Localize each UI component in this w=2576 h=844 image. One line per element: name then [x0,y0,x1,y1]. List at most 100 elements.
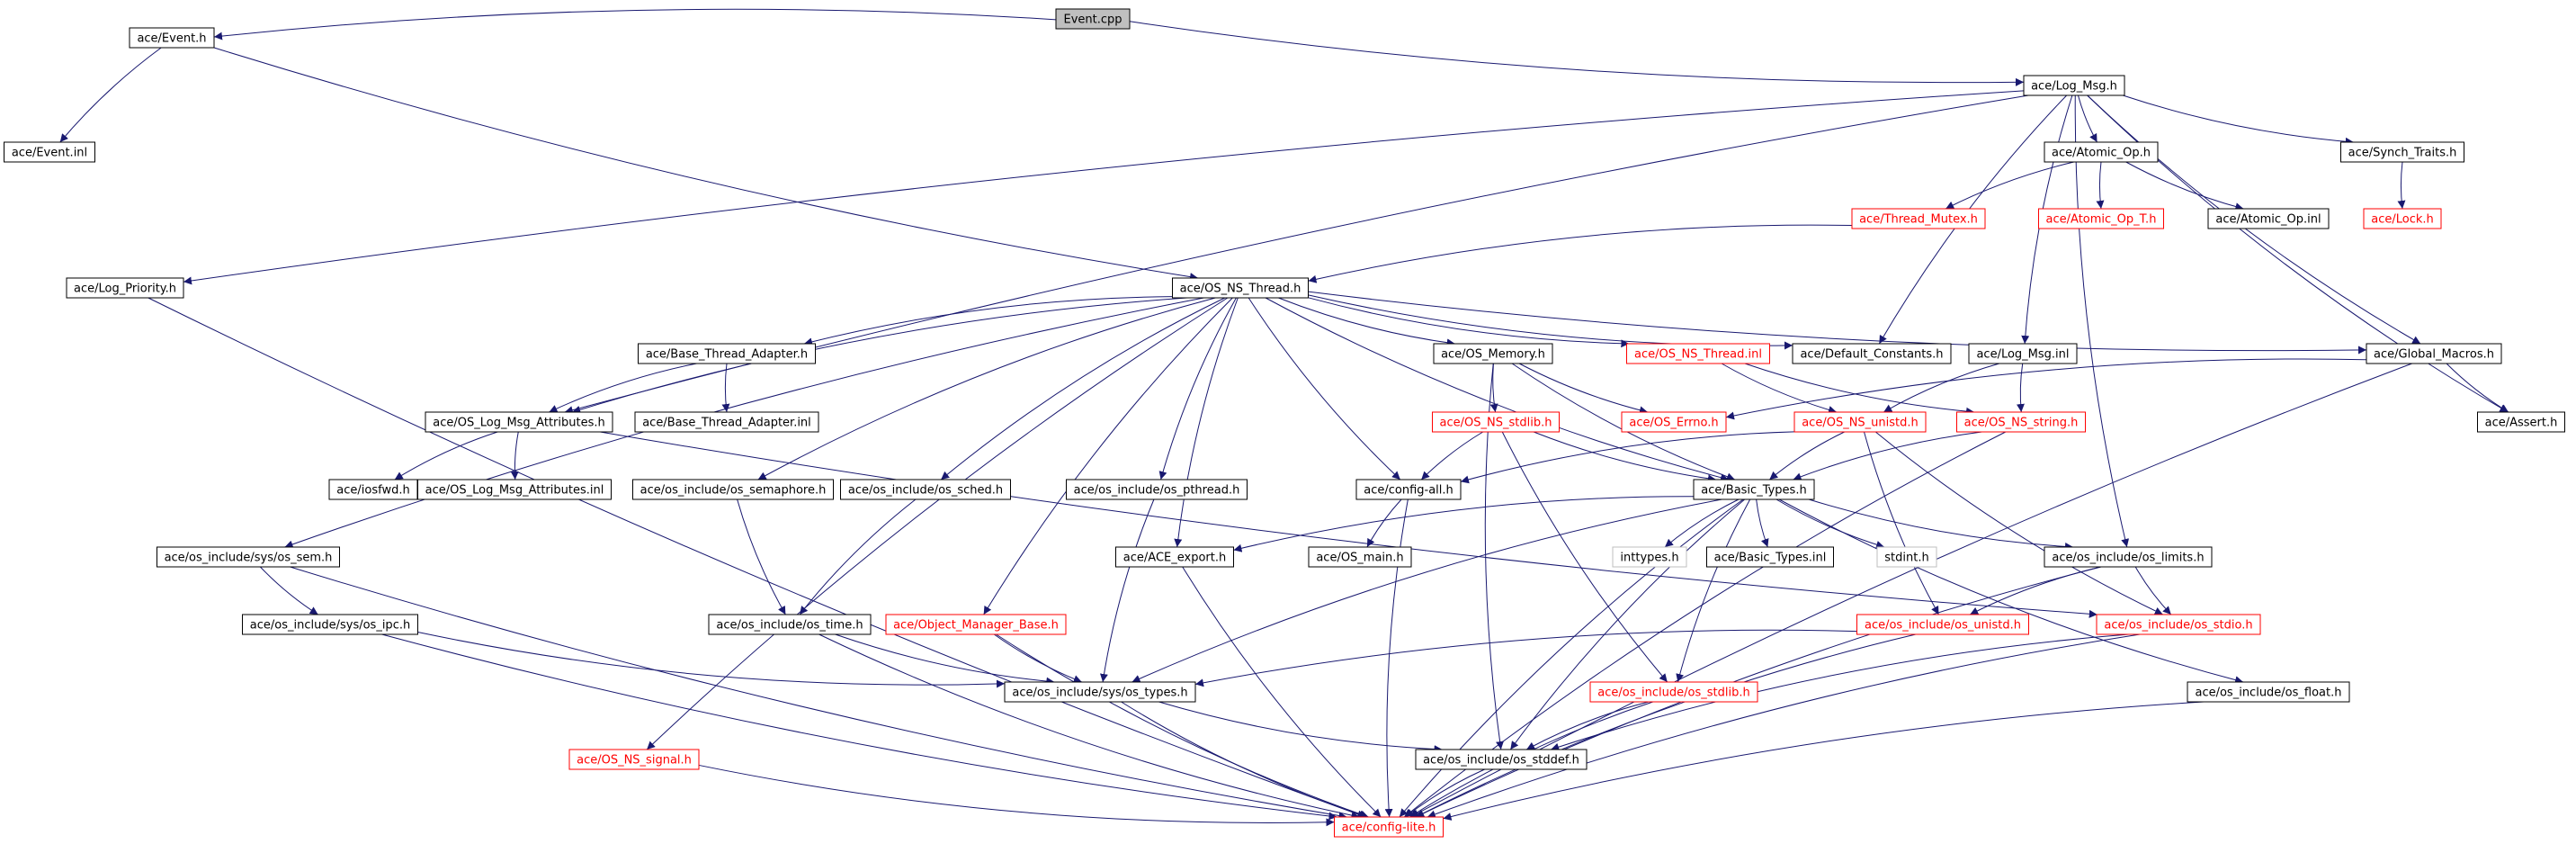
node-iosfwd-h[interactable]: ace/iosfwd.h [328,479,418,500]
node-label: ace/OS_main.h [1316,552,1403,565]
node-thread-mutex-h[interactable]: ace/Thread_Mutex.h [1851,208,1986,229]
node-os-pthread-h[interactable]: ace/os_include/os_pthread.h [1066,479,1248,500]
node-os-ns-signal-h[interactable]: ace/OS_NS_signal.h [568,749,700,770]
node-os-stdlib-h[interactable]: ace/os_include/os_stdlib.h [1589,681,1758,703]
edge-os-ns-thread-h-to-default-constants-h [1308,294,1793,350]
node-label: ace/Log_Msg.inl [1976,348,2069,362]
node-config-lite-h[interactable]: ace/config-lite.h [1334,816,1444,838]
node-box [2038,208,2164,229]
edge-os-ns-thread-h-to-object-manager-base-h [983,297,1233,615]
edge-log-msg-inl-to-os-ns-string-h [2016,363,2025,413]
node-os-main-h[interactable]: ace/OS_main.h [1308,546,1412,568]
node-os-semaphore-h[interactable]: ace/os_include/os_semaphore.h [632,479,834,500]
edge-os-ns-thread-h-to-os-memory-h [1278,297,1455,347]
node-os-unistd-h[interactable]: ace/os_include/os_unistd.h [1856,614,2029,635]
node-assert-h[interactable]: ace/Assert.h [2477,411,2565,433]
node-log-priority-h[interactable]: ace/Log_Priority.h [66,277,184,299]
node-label: ace/OS_NS_signal.h [577,754,692,768]
edge-os-ns-thread-h-to-os-pthread-h [1158,297,1237,480]
node-lock-h[interactable]: ace/Lock.h [2363,208,2442,229]
node-os-stddef-h[interactable]: ace/os_include/os_stddef.h [1415,749,1588,770]
edge-sys-os-ipc-h-to-config-lite-h [381,633,1337,821]
node-box [634,411,819,433]
node-os-memory-h[interactable]: ace/OS_Memory.h [1433,343,1553,364]
node-os-stdio-h[interactable]: ace/os_include/os_stdio.h [2096,614,2261,635]
node-box [885,614,1067,635]
node-label: ace/Event.h [137,32,206,46]
node-os-log-msg-attributes-h[interactable]: ace/OS_Log_Msg_Attributes.h [425,411,613,433]
node-os-ns-unistd-h[interactable]: ace/OS_NS_unistd.h [1793,411,1927,433]
node-config-all-h[interactable]: ace/config-all.h [1355,479,1462,500]
node-base-thread-adapter-inl[interactable]: ace/Base_Thread_Adapter.inl [634,411,819,433]
node-box [2096,614,2261,635]
edge-os-sched-h-to-os-time-h [799,498,917,615]
node-ace-export-h[interactable]: ace/ACE_export.h [1115,546,1234,568]
node-log-msg-h[interactable]: ace/Log_Msg.h [2023,75,2125,96]
node-label: ace/Synch_Traits.h [2348,147,2457,160]
edge-os-log-msg-attributes-h-to-os-log-msg-attributes-inl [510,431,519,480]
node-os-sched-h[interactable]: ace/os_include/os_sched.h [840,479,1011,500]
edge-sys-os-types-h-to-os-stddef-h [1158,701,1443,754]
edge-basic-types-h-to-basic-types-inl [1756,498,1769,548]
node-basic-types-h[interactable]: ace/Basic_Types.h [1693,479,1815,500]
edge-basic-types-h-to-os-float-h [1778,498,2244,685]
edge-os-ns-thread-h-to-os-ns-thread-inl [1308,297,1630,348]
node-os-ns-thread-inl[interactable]: ace/OS_NS_Thread.inl [1626,343,1770,364]
node-base-thread-adapter-h[interactable]: ace/Base_Thread_Adapter.h [638,343,816,364]
node-box [1055,8,1131,30]
node-box [2044,141,2159,163]
node-object-manager-base-h[interactable]: ace/Object_Manager_Base.h [885,614,1067,635]
node-atomic-op-t-h[interactable]: ace/Atomic_Op_T.h [2038,208,2164,229]
edge-log-msg-h-to-os-log-msg-attributes-h [564,94,2029,415]
edge-os-limits-h-to-config-lite-h [1415,566,2101,818]
node-sys-os-ipc-h[interactable]: ace/os_include/sys/os_ipc.h [242,614,418,635]
node-event-h[interactable]: ace/Event.h [129,27,215,49]
node-label: ace/Atomic_Op.h [2052,147,2151,160]
node-os-ns-string-h[interactable]: ace/OS_NS_string.h [1956,411,2086,433]
edge-log-msg-h-to-global-macros-h [2087,94,2421,345]
node-atomic-op-h[interactable]: ace/Atomic_Op.h [2044,141,2159,163]
node-event-cpp[interactable]: Event.cpp [1055,8,1131,30]
edge-os-stddef-h-to-config-lite-h [1405,768,1485,818]
node-box [638,343,816,364]
node-box [1415,749,1588,770]
node-box [2366,343,2502,364]
edge-event-h-to-event-inl [59,47,162,143]
node-label: ace/os_include/sys/os_sem.h [165,552,333,565]
node-default-constants-h[interactable]: ace/Default_Constants.h [1792,343,1952,364]
node-event-inl[interactable]: ace/Event.inl [4,141,95,163]
node-os-limits-h[interactable]: ace/os_include/os_limits.h [2044,546,2213,568]
node-box [425,411,613,433]
node-box [1589,681,1758,703]
edge-os-semaphore-h-to-os-time-h [737,498,786,615]
edge-os-ns-thread-h-to-config-all-h [1248,297,1401,480]
edge-os-ns-signal-h-to-config-lite-h [698,764,1335,827]
node-os-time-h[interactable]: ace/os_include/os_time.h [708,614,872,635]
node-global-macros-h[interactable]: ace/Global_Macros.h [2366,343,2502,364]
edge-basic-types-h-to-stdint-h [1775,498,1885,549]
node-log-msg-inl[interactable]: ace/Log_Msg.inl [1968,343,2078,364]
node-os-errno-h[interactable]: ace/OS_Errno.h [1621,411,1727,433]
edge-basic-types-h-to-ace-export-h [1233,496,1695,552]
edge-base-thread-adapter-h-to-os-log-msg-attributes-h [549,363,697,413]
node-os-log-msg-attributes-inl[interactable]: ace/OS_Log_Msg_Attributes.inl [417,479,612,500]
node-os-ns-thread-h[interactable]: ace/OS_NS_Thread.h [1172,277,1309,299]
node-inttypes-h: inttypes.h [1612,546,1687,568]
node-atomic-op-inl[interactable]: ace/Atomic_Op.inl [2207,208,2330,229]
node-basic-types-inl[interactable]: ace/Basic_Types.inl [1706,546,1834,568]
node-os-ns-stdlib-h[interactable]: ace/OS_NS_stdlib.h [1432,411,1560,433]
node-label: ace/os_include/sys/os_ipc.h [250,619,410,633]
node-label: ace/os_include/os_limits.h [2052,552,2204,565]
node-synch-traits-h[interactable]: ace/Synch_Traits.h [2340,141,2464,163]
node-sys-os-sem-h[interactable]: ace/os_include/sys/os_sem.h [157,546,340,568]
edge-os-ns-stdlib-h-to-config-all-h [1420,431,1484,480]
node-label: ace/os_include/sys/os_types.h [1012,687,1187,700]
edge-global-macros-h-to-os-errno-h [1725,358,2367,420]
edge-event-cpp-to-event-h [213,8,1057,40]
node-box [1066,479,1248,500]
node-sys-os-types-h[interactable]: ace/os_include/sys/os_types.h [1004,681,1196,703]
node-label: ace/Log_Msg.h [2031,80,2117,94]
edge-os-ns-unistd-h-to-os-stdio-h [1874,431,2163,615]
node-os-float-h[interactable]: ace/os_include/os_float.h [2187,681,2350,703]
edge-basic-types-h-to-sys-os-types-h [1131,498,1722,683]
